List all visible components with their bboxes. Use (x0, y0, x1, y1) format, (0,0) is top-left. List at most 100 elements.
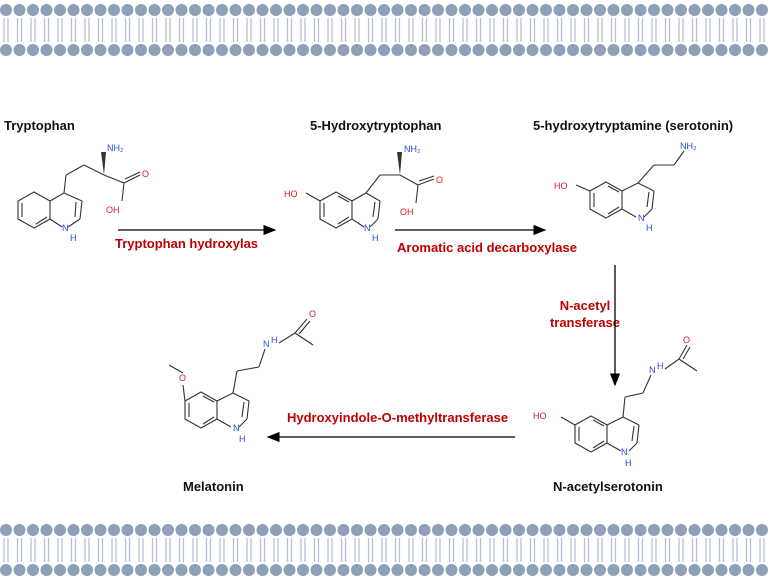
lipid-head (256, 564, 269, 576)
lipid-head (702, 564, 714, 576)
enzyme-aromatic-acid-decarboxylase: Aromatic acid decarboxylase (397, 240, 577, 255)
lipid-head (526, 524, 539, 536)
lipid-head (27, 44, 39, 56)
label-serotonin: 5-hydroxytryptamine (serotonin) (533, 118, 734, 133)
lipid-head (121, 44, 134, 56)
lipid-head (337, 4, 350, 16)
lipid-head (580, 44, 593, 56)
lipid-head (364, 4, 377, 16)
atom-h: H (70, 233, 77, 243)
lipid-head (0, 44, 12, 56)
atom-h: H (239, 434, 246, 444)
lipid-head (283, 564, 296, 576)
lipid-head (202, 44, 215, 56)
structure-tryptophan: N H NH₂ O OH (17, 143, 149, 243)
lipid-head (67, 44, 80, 56)
lipid-head (135, 564, 147, 576)
lipid-head (418, 564, 431, 576)
lipid-head (256, 44, 269, 56)
atom-h-amide: H (271, 335, 278, 345)
lipid-head (243, 524, 255, 536)
membrane-bottom (0, 524, 768, 576)
lipid-head (459, 4, 471, 16)
lipid-head (13, 4, 26, 16)
lipid-head (756, 564, 768, 576)
lipid-head (607, 4, 620, 16)
lipid-head (297, 564, 309, 576)
lipid-head (202, 564, 215, 576)
lipid-head (499, 44, 512, 56)
lipid-head (148, 4, 161, 16)
atom-ho: HO (554, 181, 568, 191)
lipid-head (567, 524, 579, 536)
lipid-head (256, 4, 269, 16)
lipid-head (756, 524, 768, 536)
lipid-head (27, 4, 39, 16)
lipid-head (94, 4, 107, 16)
lipid-head (580, 524, 593, 536)
lipid-head (216, 4, 228, 16)
lipid-head (67, 564, 80, 576)
lipid-head (594, 564, 606, 576)
lipid-head (324, 524, 336, 536)
atom-n-amide: N (649, 365, 656, 375)
atom-n: N (364, 223, 371, 233)
lipid-head (634, 564, 647, 576)
lipid-head (567, 4, 579, 16)
lipid-head (202, 4, 215, 16)
enzyme-hiomt: Hydroxyindole-O-methyltransferase (287, 410, 509, 425)
lipid-head (621, 4, 633, 16)
lipid-head (661, 564, 674, 576)
atom-h: H (372, 233, 379, 243)
atom-nh2: NH₂ (107, 143, 124, 153)
lipid-head (486, 524, 498, 536)
lipid-head (297, 4, 309, 16)
label-n-acetylserotonin: N-acetylserotonin (553, 479, 663, 494)
lipid-head (391, 564, 404, 576)
lipid-head (40, 44, 53, 56)
lipid-head (594, 4, 606, 16)
lipid-head (472, 4, 485, 16)
lipid-head (472, 524, 485, 536)
lipid-head (0, 564, 12, 576)
lipid-head (675, 524, 687, 536)
lipid-head (580, 4, 593, 16)
lipid-head (162, 44, 174, 56)
lipid-head (378, 524, 390, 536)
lipid-head (594, 524, 606, 536)
lipid-head (135, 4, 147, 16)
lipid-head (553, 524, 566, 536)
lipid-head (391, 524, 404, 536)
label-tryptophan: Tryptophan (4, 118, 75, 133)
atom-h: H (646, 223, 653, 233)
lipid-head (661, 44, 674, 56)
lipid-head (216, 564, 228, 576)
lipid-head (526, 564, 539, 576)
lipid-head (189, 44, 201, 56)
lipid-head (621, 524, 633, 536)
lipid-head (135, 44, 147, 56)
lipid-head (621, 44, 633, 56)
lipid-head (621, 564, 633, 576)
lipid-head (108, 564, 120, 576)
lipid-head (283, 4, 296, 16)
lipid-head (540, 4, 552, 16)
lipid-head (648, 44, 660, 56)
lipid-head (67, 4, 80, 16)
lipid-head (567, 44, 579, 56)
lipid-head (634, 524, 647, 536)
lipid-head (310, 524, 323, 536)
structure-serotonin: HO N H NH₂ (554, 141, 697, 233)
lipid-head (94, 564, 107, 576)
lipid-head (702, 524, 714, 536)
lipid-head (405, 44, 417, 56)
lipid-head (364, 564, 377, 576)
lipid-head (405, 4, 417, 16)
lipid-head (351, 564, 363, 576)
lipid-head (81, 4, 93, 16)
atom-n: N (621, 447, 628, 457)
lipid-head (135, 524, 147, 536)
lipid-head (121, 564, 134, 576)
lipid-head (108, 44, 120, 56)
lipid-head (378, 564, 390, 576)
